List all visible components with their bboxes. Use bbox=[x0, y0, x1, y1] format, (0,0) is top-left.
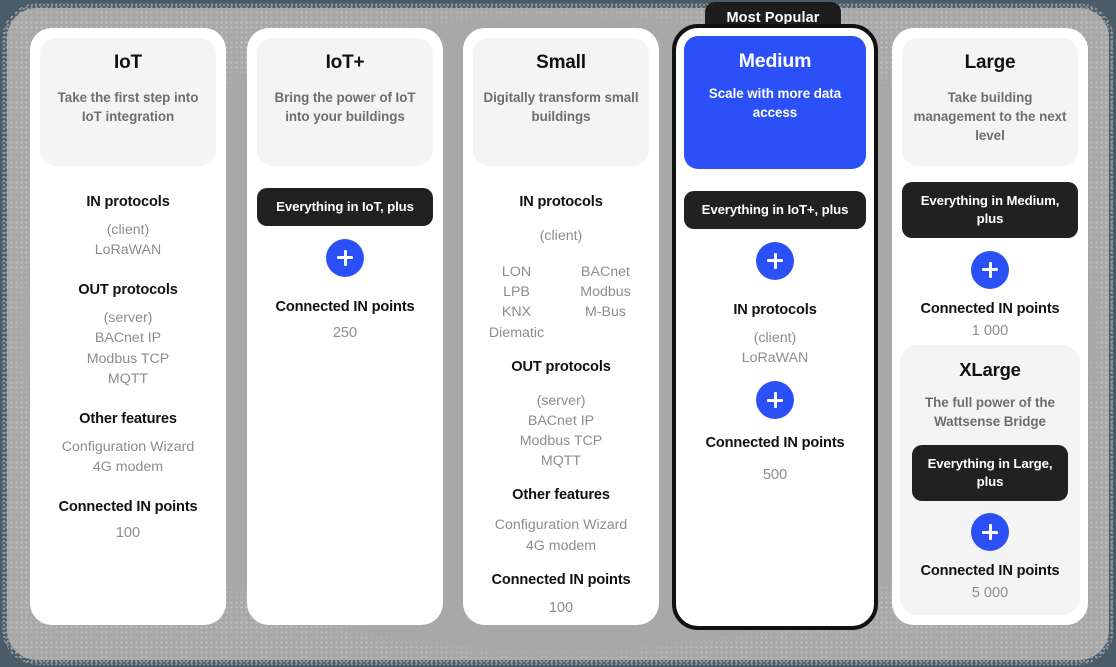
inherits-pill: Everything in Medium, plus bbox=[902, 182, 1078, 238]
plan-body: Everything in IoT, plus Connected IN poi… bbox=[257, 188, 433, 341]
plan-tagline: Take the first step into IoT integration bbox=[57, 89, 199, 124]
plan-card-small[interactable]: Small Digitally transform small building… bbox=[463, 28, 659, 625]
plan-tagline: Bring the power of IoT into your buildin… bbox=[274, 89, 416, 124]
plan-header: Small Digitally transform small building… bbox=[473, 38, 649, 166]
plan-card-xlarge[interactable]: XLarge The full power of the Wattsense B… bbox=[900, 345, 1080, 615]
connected-points-value: 250 bbox=[332, 324, 358, 341]
in-protocols-heading: IN protocols bbox=[86, 194, 170, 210]
plus-icon bbox=[756, 381, 794, 420]
inherits-pill: Everything in IoT, plus bbox=[257, 188, 433, 226]
connected-points-heading: Connected IN points bbox=[491, 571, 631, 588]
connected-points-value: 100 bbox=[548, 599, 574, 616]
plan-header: IoT Take the first step into IoT integra… bbox=[40, 38, 216, 166]
plan-tagline: The full power of the Wattsense Bridge bbox=[925, 395, 1055, 430]
connected-points-value: 5 000 bbox=[971, 585, 1009, 601]
plan-card-large[interactable]: Large Take building management to the ne… bbox=[892, 28, 1088, 625]
plan-body: IN protocols (client) LoRaWAN OUT protoc… bbox=[40, 194, 216, 541]
out-protocols-heading: OUT protocols bbox=[511, 358, 611, 375]
plan-name: Small bbox=[536, 52, 586, 73]
plan-name: IoT bbox=[114, 52, 142, 73]
plan-header: Large Take building management to the ne… bbox=[902, 38, 1078, 166]
connected-points-value: 500 bbox=[762, 467, 788, 484]
plan-header: Medium Scale with more data access bbox=[684, 36, 866, 169]
plan-name: IoT+ bbox=[325, 52, 365, 73]
out-protocols-mode: (server) bbox=[103, 310, 153, 327]
connected-points-heading: Connected IN points bbox=[275, 298, 415, 315]
connected-points-value: 1 000 bbox=[971, 322, 1009, 339]
in-protocols-mode: (client) bbox=[106, 222, 150, 238]
other-features-heading: Other features bbox=[512, 487, 610, 504]
plan-tagline: Scale with more data access bbox=[708, 86, 842, 121]
in-protocols-list: LoRaWAN bbox=[741, 349, 809, 366]
out-protocols-mode: (server) bbox=[536, 392, 586, 409]
plan-body: Everything in Medium, plus Connected IN … bbox=[902, 182, 1078, 339]
plus-icon bbox=[971, 513, 1009, 551]
connected-points-heading: Connected IN points bbox=[705, 435, 845, 452]
plan-card-medium[interactable]: Medium Scale with more data access Every… bbox=[672, 24, 878, 630]
plus-icon bbox=[971, 250, 1009, 289]
connected-points-value: 100 bbox=[115, 525, 141, 542]
plan-body: Everything in IoT+, plus IN protocols (c… bbox=[684, 191, 866, 483]
out-protocols-heading: OUT protocols bbox=[78, 282, 178, 299]
plus-icon bbox=[326, 238, 364, 277]
in-protocols-heading: IN protocols bbox=[733, 301, 817, 318]
connected-points-heading: Connected IN points bbox=[58, 499, 198, 516]
plus-icon bbox=[756, 241, 794, 280]
plan-card-iot-plus[interactable]: IoT+ Bring the power of IoT into your bu… bbox=[247, 28, 443, 625]
plan-name: Large bbox=[964, 52, 1016, 73]
in-protocols-heading: IN protocols bbox=[519, 194, 603, 210]
other-features-heading: Other features bbox=[79, 410, 177, 427]
connected-points-heading: Connected IN points bbox=[920, 563, 1060, 579]
plan-tagline: Take building management to the next lev… bbox=[913, 89, 1067, 143]
in-protocols-list: LoRaWAN bbox=[94, 242, 162, 259]
inherits-pill: Everything in Large, plus bbox=[912, 445, 1068, 501]
inherits-pill: Everything in IoT+, plus bbox=[684, 191, 866, 229]
plan-name: Medium bbox=[738, 50, 812, 72]
in-protocols-mode: (client) bbox=[753, 329, 797, 346]
plan-name: XLarge bbox=[959, 359, 1021, 381]
plan-tagline: Digitally transform small buildings bbox=[483, 89, 639, 124]
connected-points-heading: Connected IN points bbox=[920, 300, 1060, 317]
plan-card-iot[interactable]: IoT Take the first step into IoT integra… bbox=[30, 28, 226, 625]
in-protocols-mode: (client) bbox=[539, 228, 583, 244]
plan-header: IoT+ Bring the power of IoT into your bu… bbox=[257, 38, 433, 166]
